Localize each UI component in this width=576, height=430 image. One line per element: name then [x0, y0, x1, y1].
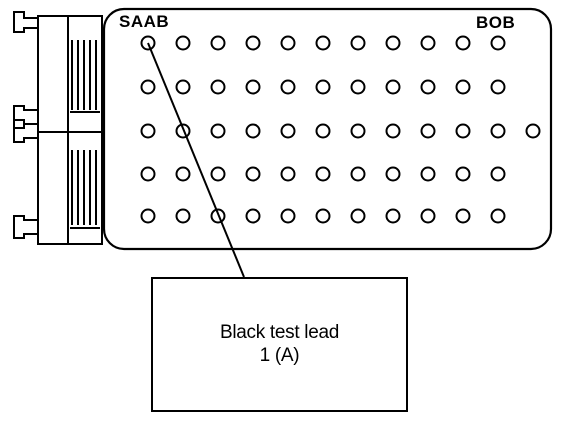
pin-hole [280, 79, 296, 95]
pin-hole [455, 35, 471, 51]
breakout-box-panel [102, 7, 553, 251]
connector-upper [37, 15, 103, 133]
pin-hole [140, 123, 156, 139]
pin-grid [140, 35, 541, 224]
pin-hole [175, 123, 191, 139]
connector-clips [13, 11, 38, 239]
pin-hole [350, 166, 366, 182]
pin-hole [175, 208, 191, 224]
pin-hole [140, 79, 156, 95]
pin-hole [420, 166, 436, 182]
pin-hole [420, 123, 436, 139]
pin-hole [490, 123, 506, 139]
leader-line [147, 42, 245, 278]
pin-hole [280, 208, 296, 224]
pin-hole [385, 208, 401, 224]
pin-hole [350, 208, 366, 224]
pin-hole [315, 79, 331, 95]
pin-hole [210, 166, 226, 182]
pin-hole [315, 208, 331, 224]
pin-hole [385, 35, 401, 51]
pin-hole [280, 123, 296, 139]
pin-hole [420, 79, 436, 95]
pin-hole [245, 35, 261, 51]
callout-line-1: Black test lead [219, 321, 340, 343]
pin-hole [315, 123, 331, 139]
pin-hole [315, 35, 331, 51]
pin-hole [140, 35, 156, 51]
pin-hole [525, 123, 541, 139]
pin-hole [490, 79, 506, 95]
pin-hole [140, 208, 156, 224]
pin-hole [245, 166, 261, 182]
pin-hole [490, 208, 506, 224]
pin-hole [175, 35, 191, 51]
pin-hole [350, 123, 366, 139]
pin-hole [175, 79, 191, 95]
brand-label-left: SAAB [119, 12, 170, 31]
pin-hole [210, 35, 226, 51]
connector-lower [37, 131, 103, 245]
pin-hole [420, 35, 436, 51]
pin-hole [385, 123, 401, 139]
pin-hole [175, 166, 191, 182]
pin-hole [385, 79, 401, 95]
callout-box: Black test lead 1 (A) [151, 277, 408, 412]
pin-hole [245, 123, 261, 139]
pin-hole [140, 166, 156, 182]
pin-hole [420, 208, 436, 224]
pin-hole [490, 166, 506, 182]
pin-hole [245, 208, 261, 224]
pin-hole [455, 208, 471, 224]
pin-hole [455, 123, 471, 139]
brand-label-right: BOB [476, 13, 516, 32]
pin-hole [210, 208, 226, 224]
pin-hole [280, 166, 296, 182]
pin-hole [385, 166, 401, 182]
pin-hole [210, 79, 226, 95]
pin-hole [455, 166, 471, 182]
pin-hole [490, 35, 506, 51]
pin-hole [350, 35, 366, 51]
pin-hole [210, 123, 226, 139]
pin-hole [315, 166, 331, 182]
pin-hole [245, 79, 261, 95]
pin-hole [280, 35, 296, 51]
pin-hole [350, 79, 366, 95]
pin-hole [455, 79, 471, 95]
callout-line-2: 1 (A) [259, 344, 300, 366]
